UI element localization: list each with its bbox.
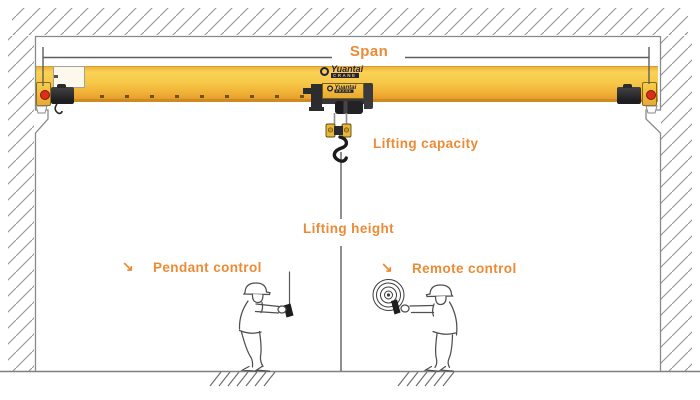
- left-rail-support: [35, 105, 48, 114]
- panel-latch: [54, 75, 58, 78]
- brand-name: Yuantai: [334, 83, 357, 91]
- right-end-carriage: [642, 82, 657, 106]
- hook-block: [325, 123, 352, 138]
- lifting-capacity-label: Lifting capacity: [373, 136, 479, 151]
- remote-control-label: Remote control: [412, 261, 517, 276]
- brand-ring-icon: [320, 67, 329, 76]
- left-buffer-light: [39, 90, 50, 100]
- lifting-height-label: Lifting height: [303, 221, 395, 236]
- right-rail-support: [645, 105, 658, 114]
- remote-arrow-icon: ↘: [381, 259, 393, 275]
- right-motor-cap: [623, 84, 632, 88]
- hard-hat-icon: [425, 284, 454, 298]
- girder-bottom-flange-marks: [100, 95, 315, 98]
- hard-hat-icon: [242, 282, 271, 296]
- pendant-arrow-icon: ↘: [122, 258, 134, 274]
- worker-remote-figure: [372, 279, 458, 372]
- ground-hatch-left: [209, 371, 276, 387]
- right-buffer-light: [645, 90, 656, 100]
- left-travel-motor: [51, 87, 74, 104]
- brand-logo-trolley: Yuantai CRANE: [327, 84, 356, 93]
- trolley-foot: [309, 107, 324, 111]
- pendant-control-label: Pendant control: [153, 260, 262, 275]
- brand-division: CRANE: [331, 73, 359, 78]
- brand-logo-girder: Yuantai CRANE: [320, 65, 363, 78]
- brand-ring-icon: [327, 85, 334, 92]
- remote-controller-icon: [391, 299, 401, 315]
- hoist-ropes: [333, 113, 348, 126]
- brand-name: Yuantai: [331, 64, 364, 74]
- left-end-carriage: [36, 82, 51, 106]
- left-motor-cap: [57, 84, 66, 88]
- trolley-stub: [303, 88, 312, 94]
- hoist-motor: [335, 101, 363, 114]
- trolley-bracket: [311, 84, 322, 110]
- signal-waves-icon: [372, 279, 405, 311]
- ground-line: [0, 370, 700, 387]
- left-motor-cable: [54, 103, 63, 115]
- ceiling: [12, 8, 688, 38]
- span-label: Span: [349, 43, 389, 60]
- worker-pendant-figure: [238, 271, 294, 372]
- hook-icon: [332, 135, 349, 163]
- right-travel-motor: [617, 87, 641, 104]
- pendant-controller-icon: [283, 303, 294, 318]
- brand-division: CRANE: [334, 89, 354, 93]
- ground-hatch-right: [397, 371, 455, 387]
- trolley-end-block: [364, 83, 373, 109]
